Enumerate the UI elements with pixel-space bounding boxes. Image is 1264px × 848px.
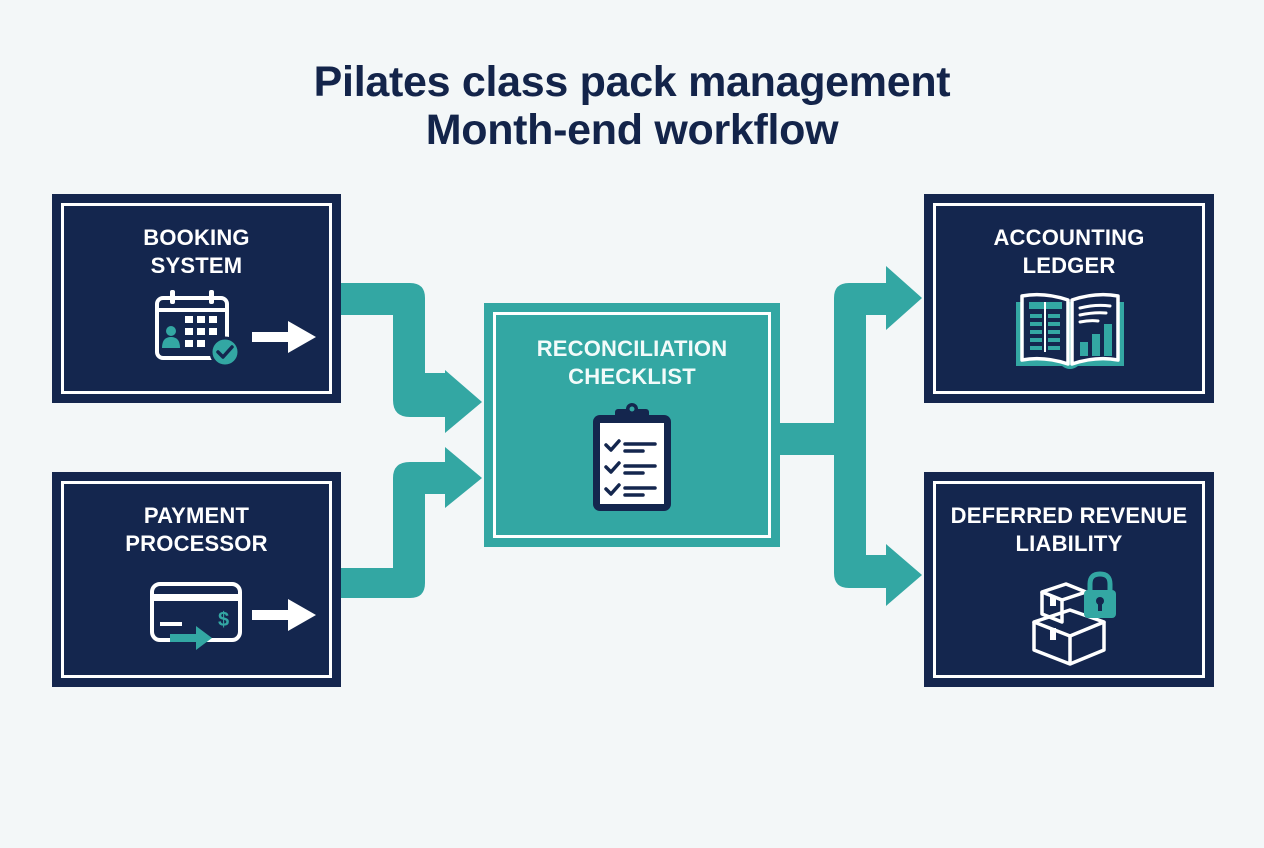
- node-label: BOOKING SYSTEM: [143, 225, 250, 278]
- open-ledger-book-icon: [1016, 292, 1124, 369]
- arrow-payment-to-reconciliation: [340, 447, 482, 598]
- node-label: PAYMENT PROCESSOR: [125, 503, 268, 556]
- arrow-right-icon: [252, 321, 316, 353]
- node-label: ACCOUNTING LEDGER: [993, 225, 1145, 278]
- title-line-1: Pilates class pack management: [313, 58, 951, 106]
- node-label: DEFERRED REVENUE LIABILITY: [950, 503, 1188, 556]
- arrow-reconciliation-to-outputs: [778, 266, 922, 606]
- arrow-right-icon: [252, 599, 316, 631]
- node-deferred-revenue-liability: DEFERRED REVENUE LIABILITY: [924, 472, 1214, 687]
- clipboard-checklist-icon: [593, 403, 671, 511]
- node-reconciliation-checklist: RECONCILIATION CHECKLIST: [484, 303, 780, 547]
- node-label: RECONCILIATION CHECKLIST: [536, 336, 728, 389]
- node-accounting-ledger: ACCOUNTING LEDGER: [924, 194, 1214, 403]
- node-border: [493, 312, 771, 538]
- node-border: [61, 203, 332, 394]
- node-booking-system: BOOKING SYSTEM: [52, 194, 341, 403]
- node-border: [933, 203, 1205, 394]
- calendar-check-icon: [155, 290, 241, 368]
- node-border: [61, 481, 332, 678]
- arrow-booking-to-reconciliation: [340, 283, 482, 433]
- diagram-title: Pilates class pack management Month-end …: [0, 58, 1264, 154]
- svg-text:$: $: [218, 609, 229, 631]
- credit-card-dollar-icon: $: [150, 582, 242, 650]
- node-border: [933, 481, 1205, 678]
- boxes-lock-icon: [1032, 571, 1116, 666]
- title-line-2: Month-end workflow: [425, 106, 839, 154]
- node-payment-processor: PAYMENT PROCESSOR $: [52, 472, 341, 687]
